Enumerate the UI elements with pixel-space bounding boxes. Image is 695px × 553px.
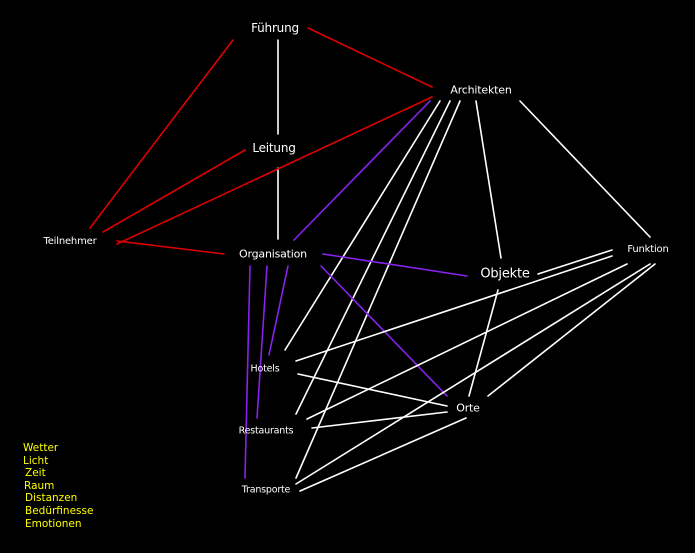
edge-objekte-orte — [468, 289, 499, 397]
factor-item: Licht — [23, 454, 49, 467]
edge-funktion-orte — [487, 263, 656, 397]
factor-list: Wetter Licht Zeit Raum Distanzen Bedürfi… — [23, 442, 93, 530]
edge-organisation-objekte — [322, 253, 468, 277]
node-fuehrung: Führung — [251, 21, 299, 35]
node-funktion: Funktion — [627, 244, 669, 255]
factor-item: Zeit — [25, 467, 46, 480]
node-architekten: Architekten — [450, 83, 512, 97]
edge-architekten-restaurants — [295, 100, 451, 415]
factor-item: Distanzen — [25, 492, 78, 505]
edge-organisation-transporte — [244, 265, 251, 479]
edge-leitung-teilnehmer — [102, 149, 246, 233]
edge-organisation-restaurants — [256, 265, 268, 419]
edge-teilnehmer-architekten — [116, 96, 433, 245]
edge-architekten-hotels — [284, 100, 441, 351]
node-leitung: Leitung — [252, 141, 296, 155]
edge-objekte-funktion — [537, 249, 613, 275]
node-organisation: Organisation — [239, 247, 307, 261]
edge-funktion-restaurants — [306, 263, 628, 420]
node-restaurants: Restaurants — [238, 425, 294, 437]
edge-architekten-funktion — [519, 100, 651, 238]
edge-transporte-orte — [299, 417, 467, 492]
factor-item: Wetter — [23, 442, 59, 454]
node-orte: Orte — [456, 401, 480, 415]
node-objekte: Objekte — [480, 266, 530, 282]
edge-architekten-organisation — [293, 100, 431, 241]
factor-item: Bedürfinesse — [25, 504, 94, 517]
edge-funktion-transporte — [295, 263, 651, 485]
edge-architekten-objekte — [475, 100, 502, 259]
edge-teilnehmer-organisation — [116, 240, 225, 255]
node-teilnehmer: Teilnehmer — [43, 236, 97, 247]
edge-hotels-orte — [297, 373, 448, 407]
edge-restaurants-orte — [311, 411, 448, 429]
factor-item: Emotionen — [25, 517, 82, 530]
edge-architekten-transporte — [295, 100, 461, 479]
edge-fuehrung-teilnehmer — [89, 39, 234, 229]
node-hotels: Hotels — [250, 363, 280, 375]
factor-item: Raum — [24, 479, 55, 492]
edge-funktion-hotels — [295, 255, 613, 362]
node-transporte: Transporte — [241, 484, 291, 496]
edge-fuehrung-architekten — [307, 27, 433, 88]
edge-organisation-hotels — [268, 265, 289, 356]
